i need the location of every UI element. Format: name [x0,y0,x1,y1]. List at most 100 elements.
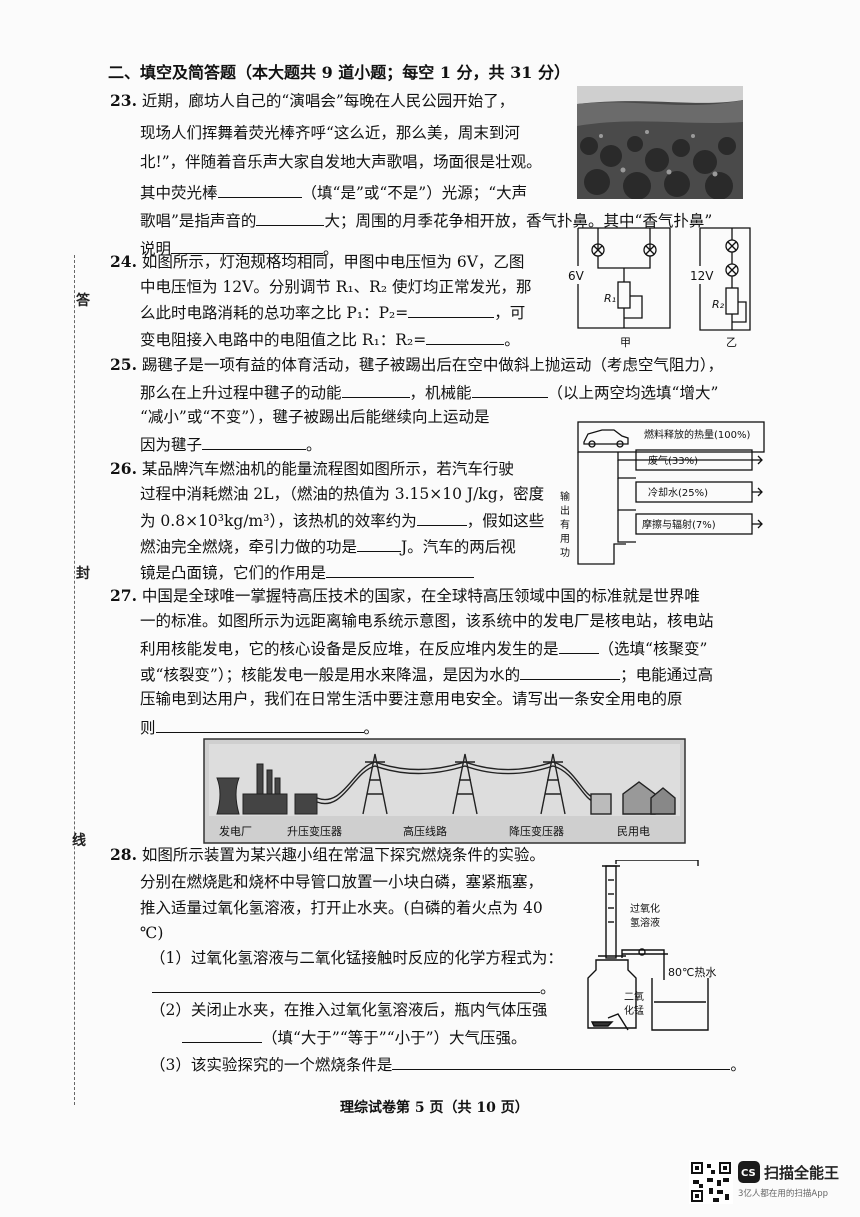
circuit-diagram: 6V 12V R₁ R₂ 甲 乙 [568,227,751,349]
q27-line-5: 压输电到达用户，我们在日常生活中要注意用电安全。请写出一条安全用电的原 [140,690,683,708]
q24-line-4: 变电阻接入电路中的电阻值之比 R₁：R₂=。 [140,328,520,350]
hot-water-label: 80℃热水 [668,966,716,979]
q28-number: 28. [110,845,137,864]
r1-label: R₁ [604,292,616,305]
q27-text-3a: 利用核能发电，它的核心设备是反应堆，在反应堆内发生的是 [140,640,559,658]
q26-blank-3[interactable] [326,561,475,578]
q26-text-3a: 为 0.8×10³kg/m³），该热机的效率约为 [140,512,417,530]
q28-text-1: 如图所示装置为某兴趣小组在常温下探究燃烧条件的实验。 [141,846,545,864]
label-step-down-transformer: 降压变压器 [509,824,564,838]
label-power-plant: 发电厂 [219,824,252,838]
q23-line-2: 现场人们挥舞着荧光棒齐呼“这么近，那么美，周末到河 [140,124,520,142]
q28-text-2b: （填“大于”“等于”“小于”）大气压强。 [262,1029,527,1047]
q25-text-2a: 那么在上升过程中毽子的动能 [140,384,342,402]
q25-line-1: 25. 踢毽子是一项有益的体育活动，毽子被踢出后在空中做斜上抛运动（考虑空气阻力… [110,355,723,375]
q23-blank-1[interactable] [217,181,302,198]
q28-sub-1-answer: 。 [152,976,556,998]
q25-text-4a: 因为毽子 [140,436,203,454]
q23-line-4: 其中荧光棒 （填“是”或“不是”）光源；“大声 [140,181,527,203]
q24-text-3a: 么此时电路消耗的总功率之比 P₁：P₂= [140,304,409,322]
q28-blank-1[interactable] [152,976,540,993]
q24-blank-2[interactable] [426,328,505,345]
q28-text-3a: （3）该实验探究的一个燃烧条件是 [150,1056,393,1074]
q24-line-1: 24. 如图所示，灯泡规格均相同，甲图中电压恒为 6V，乙图 [110,252,524,272]
q26-text-4b: J。汽车的两后视 [401,538,516,556]
q26-text-3b: ，假如这些 [466,512,545,530]
energy-flow-diagram: 燃料释放的热量(100%) 废气(33%) 冷却水(25%) 摩擦与辐射(7%)… [560,421,765,565]
q26-blank-1[interactable] [416,509,467,526]
q25-blank-3[interactable] [202,433,307,450]
q23-line-3: 北!”，伴随着音乐声大家自发地大声歌唱，场面很是壮观。 [140,153,542,171]
q27-text-6b: 。 [363,719,380,737]
section-header: 二、填空及简答题（本大题共 9 道小题；每空 1 分，共 31 分） [108,63,570,82]
q25-blank-1[interactable] [341,381,410,398]
energy-total-label: 燃料释放的热量(100%) [644,428,750,441]
q24-text-1: 如图所示，灯泡规格均相同，甲图中电压恒为 6V，乙图 [141,253,525,271]
q27-blank-1[interactable] [558,637,599,654]
label-residential-power: 民用电 [617,825,650,838]
qr-code-icon [689,1160,733,1204]
q27-text-4b: ；电能通过高 [620,666,714,684]
mno2-label-1: 二氧 [624,990,644,1003]
mno2-label-2: 化锰 [624,1004,644,1017]
useful-work-char-3: 有 [560,518,570,531]
h2o2-label-1: 过氧化 [630,902,660,915]
binding-margin-line [74,255,75,1105]
q28-line-4: ℃) [140,924,164,942]
h2o2-label-2: 氢溶液 [630,916,660,929]
q26-text-1: 某品牌汽车燃油机的能量流程图如图所示，若汽车行驶 [141,460,514,478]
q23-text-4b: （填“是”或“不是”）光源；“大声 [301,184,528,202]
q25-blank-2[interactable] [471,381,548,398]
energy-cooling-label: 冷却水(25%) [648,486,708,499]
q24-text-4b: 。 [504,331,520,349]
q25-line-2: 那么在上升过程中毽子的动能 ，机械能 （以上两空均选填“增大” [140,381,718,403]
useful-work-char-5: 功 [560,547,570,559]
q25-text-2c: （以上两空均选填“增大” [547,384,719,402]
q26-line-5: 镜是凸面镜，它们的作用是 [140,561,475,583]
useful-work-char-4: 用 [560,534,570,545]
q28-sub-1: （1）过氧化氢溶液与二氧化锰接触时反应的化学方程式为： [150,949,563,967]
q28-line-2: 分别在燃烧匙和烧杯中导管口放置一小块白磷，塞紧瓶塞， [140,873,544,891]
q23-text-6b: 。 [323,240,339,258]
q23-line-5: 歌唱”是指声音的 大；周围的月季花争相开放，香气扑鼻。其中“香气扑鼻” [140,209,712,231]
q27-line-1: 27. 中国是全球唯一掌握特高压技术的国家，在全球特高压领域中国的标准就是世界唯 [110,586,700,606]
q25-text-2b: ，机械能 [409,384,472,402]
useful-work-char-1: 输 [560,490,570,503]
side-mark-2: 封 [76,566,90,582]
q24-number: 24. [110,252,137,271]
q28-blank-3[interactable] [392,1053,731,1070]
q26-blank-2[interactable] [357,535,402,552]
side-mark-1: 答 [76,293,90,309]
q26-number: 26. [110,459,137,478]
q23-text-6a: 说明 [140,240,172,258]
q24-blank-1[interactable] [408,301,495,318]
label-high-voltage-line: 高压线路 [403,824,447,838]
q27-line-6: 则。 [140,716,379,738]
q27-blank-3[interactable] [155,716,364,733]
label-step-up-transformer: 升压变压器 [287,824,342,838]
q23-blank-3[interactable] [171,237,324,254]
q27-text-4a: 或“核裂变”）；核能发电一般是用水来降温，是因为水的 [140,666,521,684]
q23-text-5a: 歌唱”是指声音的 [140,212,257,230]
q23-blank-2[interactable] [256,209,325,226]
q28-sub-2-cont: （填“大于”“等于”“小于”）大气压强。 [182,1026,527,1048]
q27-blank-2[interactable] [520,663,621,680]
camscanner-badge-text: CS [741,1168,756,1179]
q23-text-4a: 其中荧光棒 [140,184,218,202]
circuit-jia-caption: 甲 [620,336,631,349]
q27-line-2: 一的标准。如图所示为远距离输电系统示意图，该系统中的发电厂是核电站，核电站 [140,612,714,630]
side-mark-3: 线 [72,833,86,849]
q23-text-5b: 大；周围的月季花争相开放，香气扑鼻。其中“香气扑鼻” [324,212,713,230]
q24-text-3b: ，可 [494,304,526,322]
energy-friction-label: 摩擦与辐射(7%) [642,518,716,531]
q23-text-1: 近期，廊坊人自己的“演唱会”每晚在人民公园开始了， [141,92,515,110]
q28-line-1: 28. 如图所示装置为某兴趣小组在常温下探究燃烧条件的实验。 [110,845,545,865]
q28-blank-2[interactable] [182,1026,262,1043]
q27-text-3b: （选填“核聚变” [598,640,708,658]
q25-number: 25. [110,355,137,374]
energy-exhaust-label: 废气(33%) [648,454,698,467]
q25-line-3: “减小”或“不变”），毽子被踢出后能继续向上运动是 [140,408,490,426]
q24-line-2: 中电压恒为 12V。分别调节 R₁、R₂ 使灯均正常发光，那 [140,278,532,296]
